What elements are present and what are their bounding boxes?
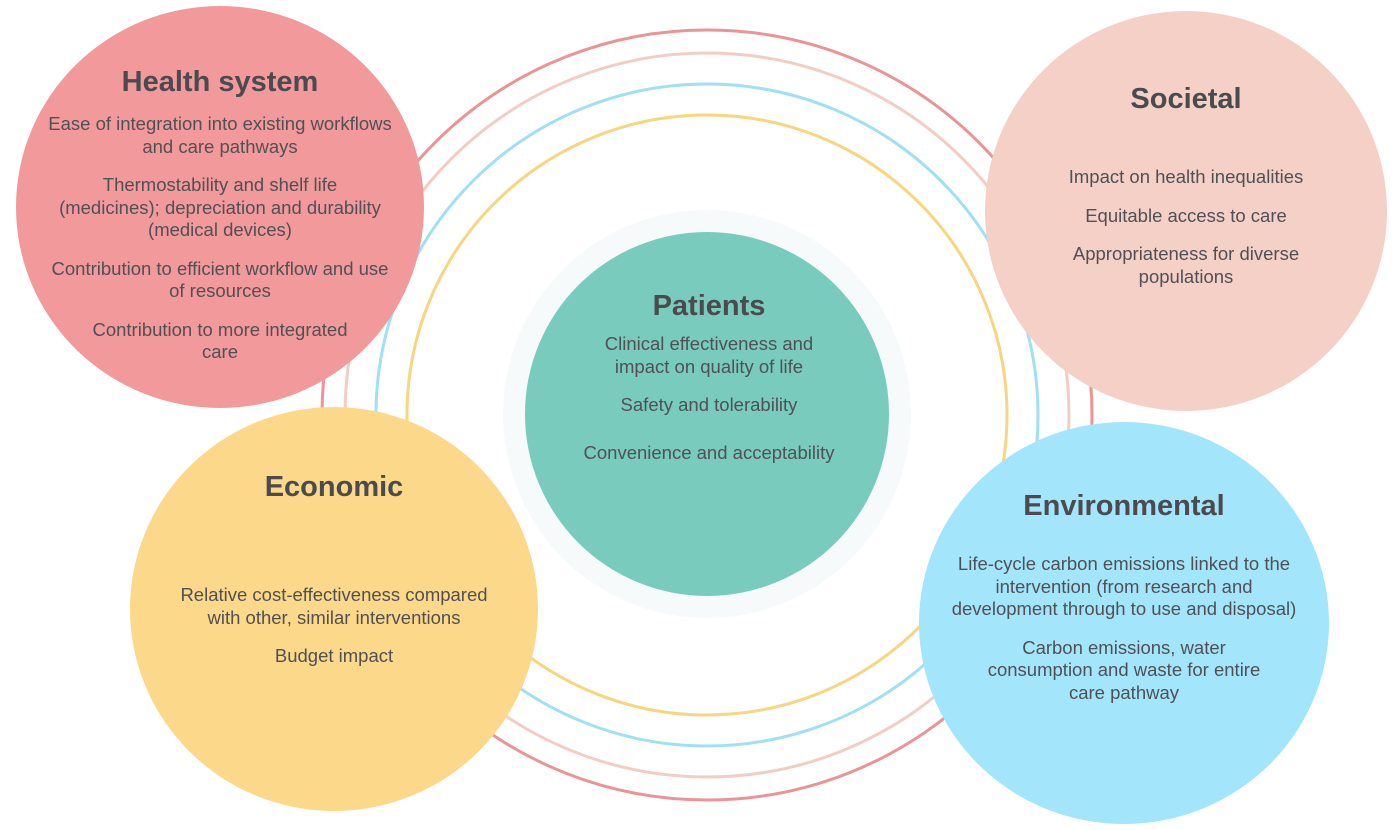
patients-circle: Patients Clinical effectiveness and impa… — [525, 232, 889, 596]
economic-circle: Economic Relative cost-effectiveness com… — [130, 407, 538, 811]
environmental-item: Carbon emissions, water consumption and … — [987, 636, 1261, 703]
patients-item: Clinical effectiveness and impact on qua… — [604, 333, 814, 377]
health-system-item: Ease of integration into existing workfl… — [48, 113, 392, 157]
societal-item: Impact on health inequalities — [1068, 166, 1304, 187]
patients-title: Patients — [652, 290, 766, 322]
economic-item: Budget impact — [274, 645, 394, 666]
economic-item: Relative cost-effectiveness compared wit… — [180, 584, 488, 628]
health-system-item: Contribution to efficient workflow and u… — [51, 257, 389, 302]
economic-title: Economic — [264, 471, 404, 503]
societal-title: Societal — [1130, 83, 1242, 115]
environmental-title: Environmental — [1023, 490, 1225, 522]
ring-yellow — [405, 113, 1009, 717]
environmental-item: Life-cycle carbon emissions linked to th… — [951, 553, 1297, 619]
patients-item: Safety and tolerability — [620, 394, 798, 415]
health-system-item: Contribution to more integrated care — [92, 318, 348, 363]
health-system-item: Thermostability and shelf life (medicine… — [59, 174, 381, 240]
societal-item: Equitable access to care — [1085, 204, 1287, 226]
patients-item: Convenience and acceptability — [583, 441, 835, 463]
health-system-title: Health system — [121, 66, 319, 98]
societal-item: Appropriateness for diverse populations — [1072, 243, 1300, 287]
health-system-circle: Health system Ease of integration into e… — [16, 6, 424, 408]
societal-circle: Societal Impact on health inequalities E… — [985, 11, 1387, 411]
environmental-circle: Environmental Life-cycle carbon emission… — [919, 422, 1329, 824]
